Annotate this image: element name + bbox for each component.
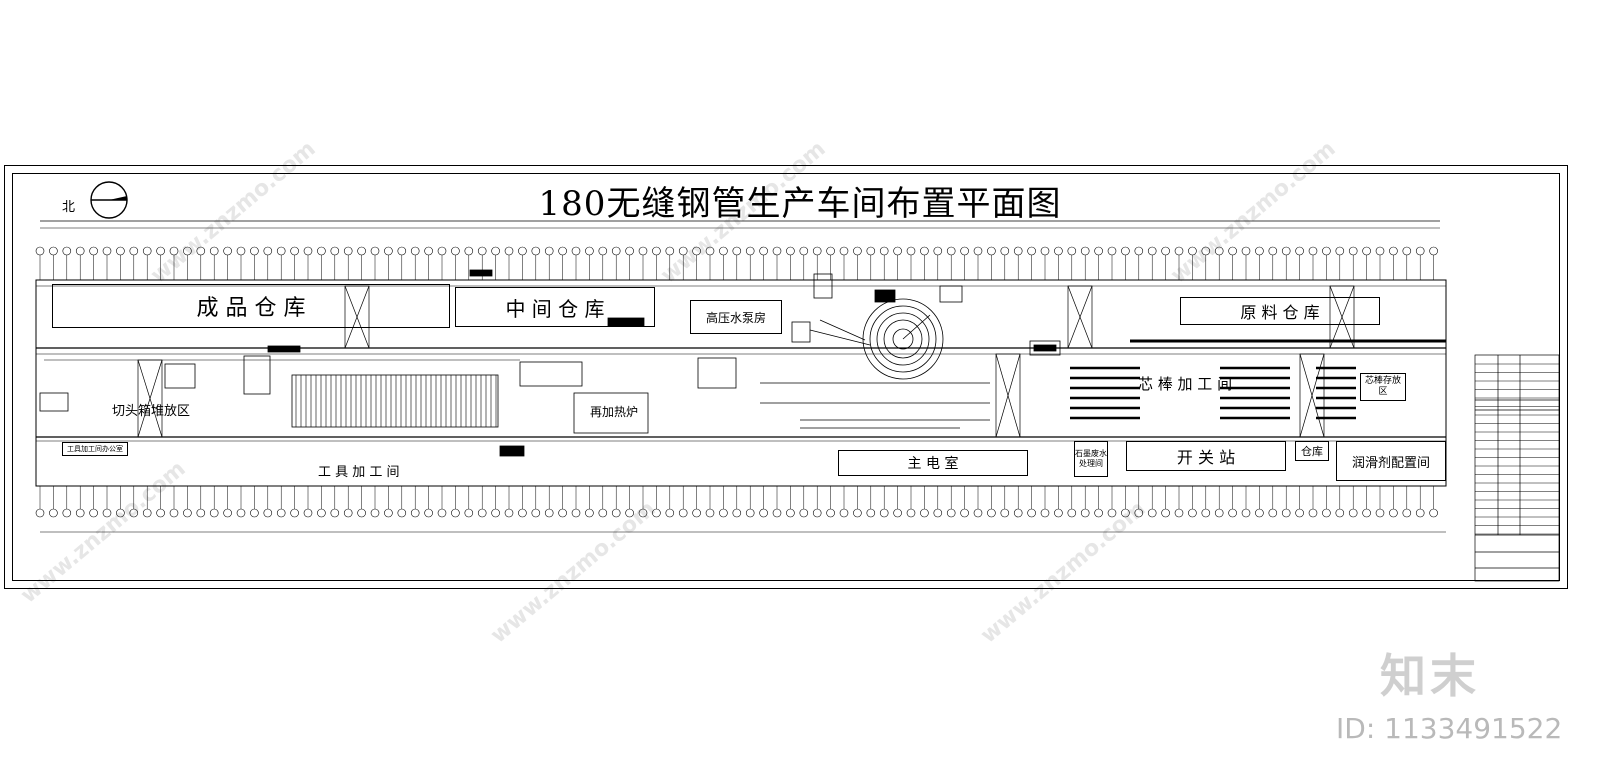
asset-id: ID: 1133491522 [1336,712,1563,745]
middle-warehouse-label: 中 间 仓 库 [505,296,605,321]
tool-office-label: 工具加工间办公室 [67,445,123,453]
main-electric-room-label: 主 电 室 [907,456,959,472]
bottom-axis-markers [35,486,1438,518]
top-axis-markers [35,246,1438,280]
drawing-title: 180无缝钢管生产车间布置平面图 [538,184,1062,224]
graphite-room: 石墨废水处理间 [1074,441,1108,477]
middle-warehouse: 中 间 仓 库 [455,287,655,327]
brand-logo: 知末 [1380,649,1480,703]
north-arrow-icon [90,181,128,219]
mandrel-storage-label: 芯棒存放区 [1364,376,1401,397]
north-label: 北 [62,200,76,215]
lubricant-room-label: 润滑剂配置间 [1351,455,1430,471]
hp-pump-room: 高压水泵房 [690,300,782,334]
drawing-frame [4,165,1568,589]
main-electric-room: 主 电 室 [838,450,1028,476]
store-room: 仓库 [1295,441,1329,461]
raw-warehouse: 原 料 仓 库 [1180,297,1380,325]
crop-box-area-label: 切头箱堆放区 [112,404,191,419]
graphite-room-label: 石墨废水处理间 [1075,449,1107,468]
switch-station: 开 关 站 [1126,441,1286,471]
store-room-label: 仓库 [1301,445,1323,458]
lubricant-room: 润滑剂配置间 [1336,441,1446,481]
tool-workshop-label: 工 具 加 工 间 [318,465,400,480]
hp-pump-room-label: 高压水泵房 [705,310,766,325]
inner-frame [12,173,1560,581]
mandrel-processing-label: 芯 棒 加 工 间 [1138,375,1233,393]
raw-warehouse-label: 原 料 仓 库 [1240,303,1320,322]
switch-station-label: 开 关 站 [1176,448,1236,467]
finished-warehouse: 成 品 仓 库 [52,284,450,328]
reheating-furnace-label: 再加热炉 [590,405,639,419]
tool-office: 工具加工间办公室 [62,442,128,456]
finished-warehouse-label: 成 品 仓 库 [196,296,306,321]
mandrel-storage: 芯棒存放区 [1360,373,1406,401]
